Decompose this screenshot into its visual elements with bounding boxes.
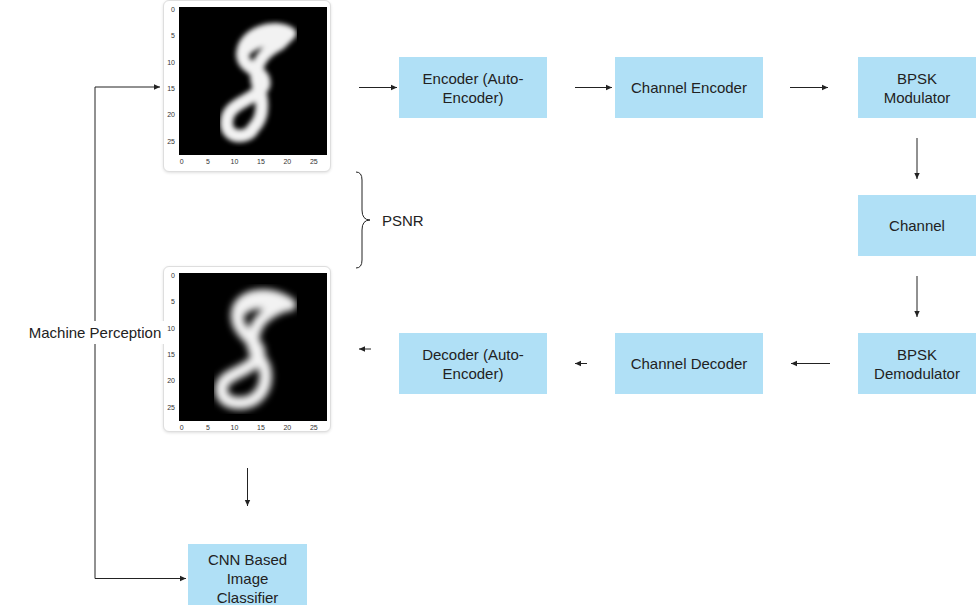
flow-arrow — [247, 468, 248, 506]
axis-tick: 25 — [167, 138, 175, 146]
axis-tick: 5 — [206, 424, 210, 432]
flow-arrow — [917, 138, 918, 179]
axis-tick: 5 — [171, 32, 175, 40]
axis-tick: 0 — [171, 6, 175, 14]
flow-arrow — [917, 276, 918, 317]
axis-tick: 15 — [257, 424, 265, 432]
flow-arrow — [575, 363, 587, 364]
axis-tick: 10 — [231, 424, 239, 432]
axis-tick: 20 — [167, 377, 175, 385]
psnr-brace — [356, 172, 370, 268]
box-text: BPSK Demodulator — [868, 345, 966, 383]
axis-tick: 5 — [206, 158, 210, 166]
metric-label: PSNR — [382, 211, 424, 230]
axis-tick: 10 — [167, 325, 175, 333]
flow-arrow — [790, 87, 828, 88]
process-box: Decoder (Auto-Encoder) — [399, 333, 547, 394]
axis-tick: 25 — [310, 158, 318, 166]
box-text: Encoder (Auto-Encoder) — [409, 69, 537, 107]
process-box: Channel Encoder — [615, 57, 763, 118]
axis-tick: 25 — [167, 404, 175, 412]
axis-tick: 0 — [180, 158, 184, 166]
image-panel: 0 5 10 15 20 25 0 5 10 15 20 25 — [163, 266, 331, 432]
axis-tick: 0 — [171, 272, 175, 280]
flow-arrow — [791, 363, 830, 364]
axis-tick: 0 — [180, 424, 184, 432]
process-box: BPSK Modulator — [858, 57, 976, 118]
axis-tick: 5 — [171, 298, 175, 306]
flow-arrow — [359, 349, 371, 350]
flow-arrow — [575, 87, 612, 88]
axis-tick: 25 — [310, 424, 318, 432]
axis-tick: 10 — [167, 59, 175, 67]
process-box: BPSK Demodulator — [858, 333, 976, 394]
flow-arrow — [359, 87, 397, 88]
digit-image — [179, 7, 327, 155]
axis-tick: 15 — [257, 158, 265, 166]
box-text: BPSK Modulator — [868, 69, 966, 107]
box-text: CNN Based Image Classifier — [198, 550, 297, 605]
process-box: Encoder (Auto-Encoder) — [399, 57, 547, 118]
box-text: Decoder (Auto-Encoder) — [409, 345, 537, 383]
axis-tick: 10 — [231, 158, 239, 166]
box-text: Channel Encoder — [631, 78, 747, 97]
process-box: Channel Decoder — [615, 333, 763, 394]
process-box: Channel — [858, 195, 976, 256]
box-text: Channel Decoder — [631, 354, 748, 373]
axis-tick: 20 — [283, 158, 291, 166]
axis-tick: 15 — [167, 351, 175, 359]
axis-tick: 20 — [283, 424, 291, 432]
edge-label: Machine Perception — [26, 321, 165, 344]
axis-tick: 15 — [167, 85, 175, 93]
process-box: CNN Based Image Classifier — [188, 544, 307, 605]
image-panel: 0 5 10 15 20 25 0 5 10 15 20 25 — [163, 0, 331, 172]
digit-image — [179, 273, 327, 421]
box-text: Channel — [889, 216, 945, 235]
axis-tick: 20 — [167, 111, 175, 119]
